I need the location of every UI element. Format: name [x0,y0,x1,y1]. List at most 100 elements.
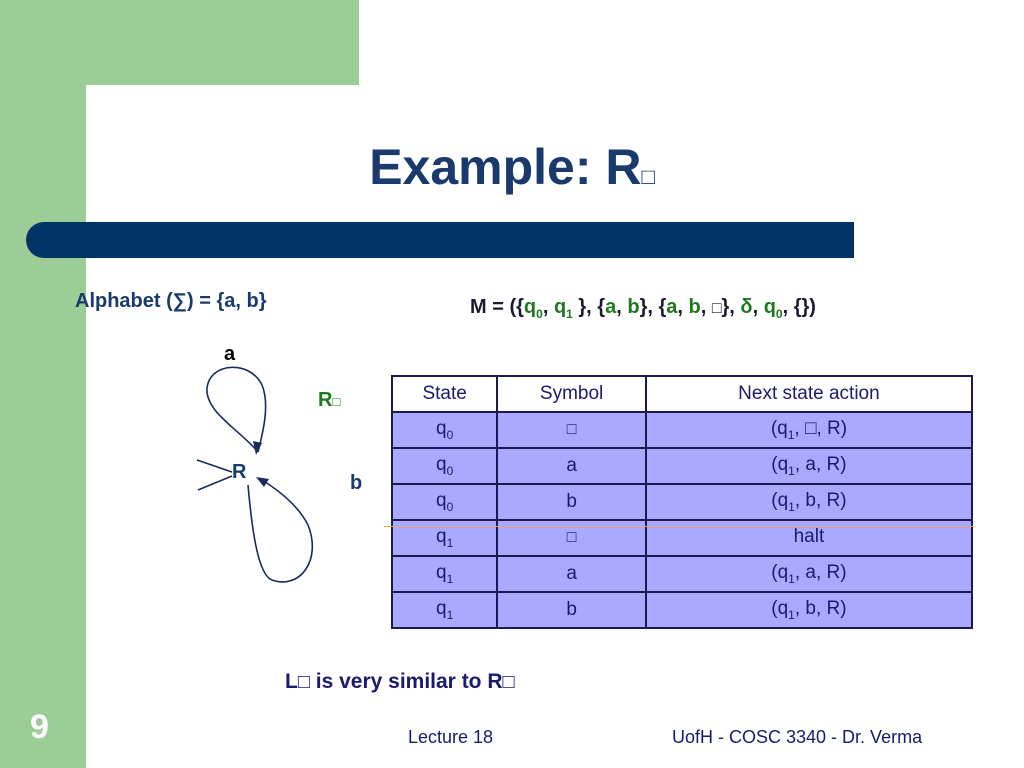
table-row: q0 □ (q1, □, R) [390,411,974,449]
symbol-cell: a [496,447,647,485]
action-sub: 1 [788,499,795,514]
table-row: q0 a (q1, a, R) [390,447,974,485]
state-cell: q0 [390,411,499,449]
content-corner [86,85,166,165]
action-post: , □, R) [794,418,848,440]
action-pre: (q [771,562,789,584]
state-cell: q0 [390,483,499,521]
loop-a-arrowhead [253,441,262,455]
machine-text: , [752,296,764,318]
action-cell: (q1, b, R) [644,483,974,521]
state-letter: q [436,454,447,476]
machine-q0: q0 [523,296,543,321]
symbol-cell: b [496,483,647,521]
slide-number: 9 [30,708,49,746]
alphabet-definition: Alphabet (∑) = {a, b} [75,290,267,312]
machine-b: b [627,296,640,318]
transition-table: State Symbol Next state action q0 □ (q1,… [390,375,974,629]
machine-a: a [605,296,617,318]
header-next-action: Next state action [644,375,974,413]
title-blank-symbol: □ [641,164,655,189]
action-cell: (q1, □, R) [644,411,974,449]
header-symbol: Symbol [496,375,647,413]
machine-label-letter: R [318,389,333,411]
action-cell: (q1, a, R) [644,555,974,593]
machine-definition: M = ({q0, q1 }, {a, b}, {a, b, □}, δ, q0… [470,296,816,321]
machine-q1-sub: 1 [566,307,573,321]
symbol-cell: b [496,591,647,629]
machine-text: }, [721,296,741,318]
state-sub: 0 [446,499,454,514]
machine-q0-final: q0 [763,296,783,321]
machine-text: }, { [572,296,606,318]
machine-delta: δ [740,296,753,318]
table-row: q1 b (q1, b, R) [390,591,974,629]
start-arrow-upper [196,459,233,473]
similarity-note: L□ is very similar to R□ [285,670,515,694]
action-pre: (q [770,418,788,440]
action-post: , a, R) [794,454,847,476]
machine-text: , { [782,296,802,318]
state-letter: q [436,562,447,584]
state-cell: q1 [390,555,499,593]
state-sub: 0 [446,427,454,442]
machine-q0b-letter: q [763,296,776,318]
title-text: Example: R [369,139,642,195]
state-cell: q0 [390,447,499,485]
header-state: State [390,375,499,413]
top-green-band [0,0,359,85]
note-symbol: □ [502,671,515,693]
machine-text: }) [801,296,816,318]
symbol-cell: a [496,555,647,593]
machine-q1-letter: q [553,296,567,318]
state-sub: 1 [446,571,454,586]
state-cell: q1 [390,591,499,629]
action-post: , a, R) [794,562,847,584]
footer-lecture: Lecture 18 [408,727,494,747]
machine-label-symbol: □ [332,394,341,409]
action-cell: (q1, a, R) [644,447,974,485]
machine-a: a [666,296,678,318]
state-letter: q [436,526,447,548]
machine-text: M = ({ [470,296,524,318]
slide-title: Example: R□ [0,138,1024,196]
loop-a-edge [206,366,267,453]
machine-blank-symbol: □ [711,300,722,317]
action-post: , b, R) [794,598,847,620]
machine-q0-letter: q [523,296,537,318]
table-header-row: State Symbol Next state action [390,375,974,413]
start-arrow-lower [197,475,233,491]
machine-label: R□ [318,389,340,412]
note-text: is very similar to R [309,670,503,693]
table-row: q1 a (q1, a, R) [390,555,974,593]
machine-b: b [688,296,701,318]
left-green-band [0,0,86,768]
title-underline-bar [26,222,854,258]
machine-text: , [677,296,689,318]
machine-q0b-sub: 0 [775,307,783,321]
action-pre: (q [771,598,789,620]
note-symbol: □ [297,671,310,693]
state-letter: q [436,490,447,512]
state-sub: 1 [446,535,454,550]
loop-b-label: b [350,472,363,494]
machine-text: , [542,296,554,318]
table-row: q0 b (q1, b, R) [390,483,974,521]
symbol-cell: □ [496,411,647,449]
footer-course: UofH - COSC 3340 - Dr. Verma [672,727,923,747]
divider-line [384,526,974,527]
action-pre: (q [771,454,789,476]
state-loop-diagram [196,366,314,583]
machine-text: , [700,296,712,318]
note-l: L [285,670,298,693]
machine-q1: q1 [553,296,573,321]
loop-b-edge [247,479,314,583]
action-sub: 1 [788,607,795,622]
state-cell: q1 [390,519,499,557]
machine-q0-sub: 0 [536,307,543,321]
state-label: R [232,461,247,483]
state-letter: q [436,598,447,620]
machine-text: , [616,296,628,318]
state-letter: q [436,418,447,440]
machine-text: }, { [639,296,667,318]
